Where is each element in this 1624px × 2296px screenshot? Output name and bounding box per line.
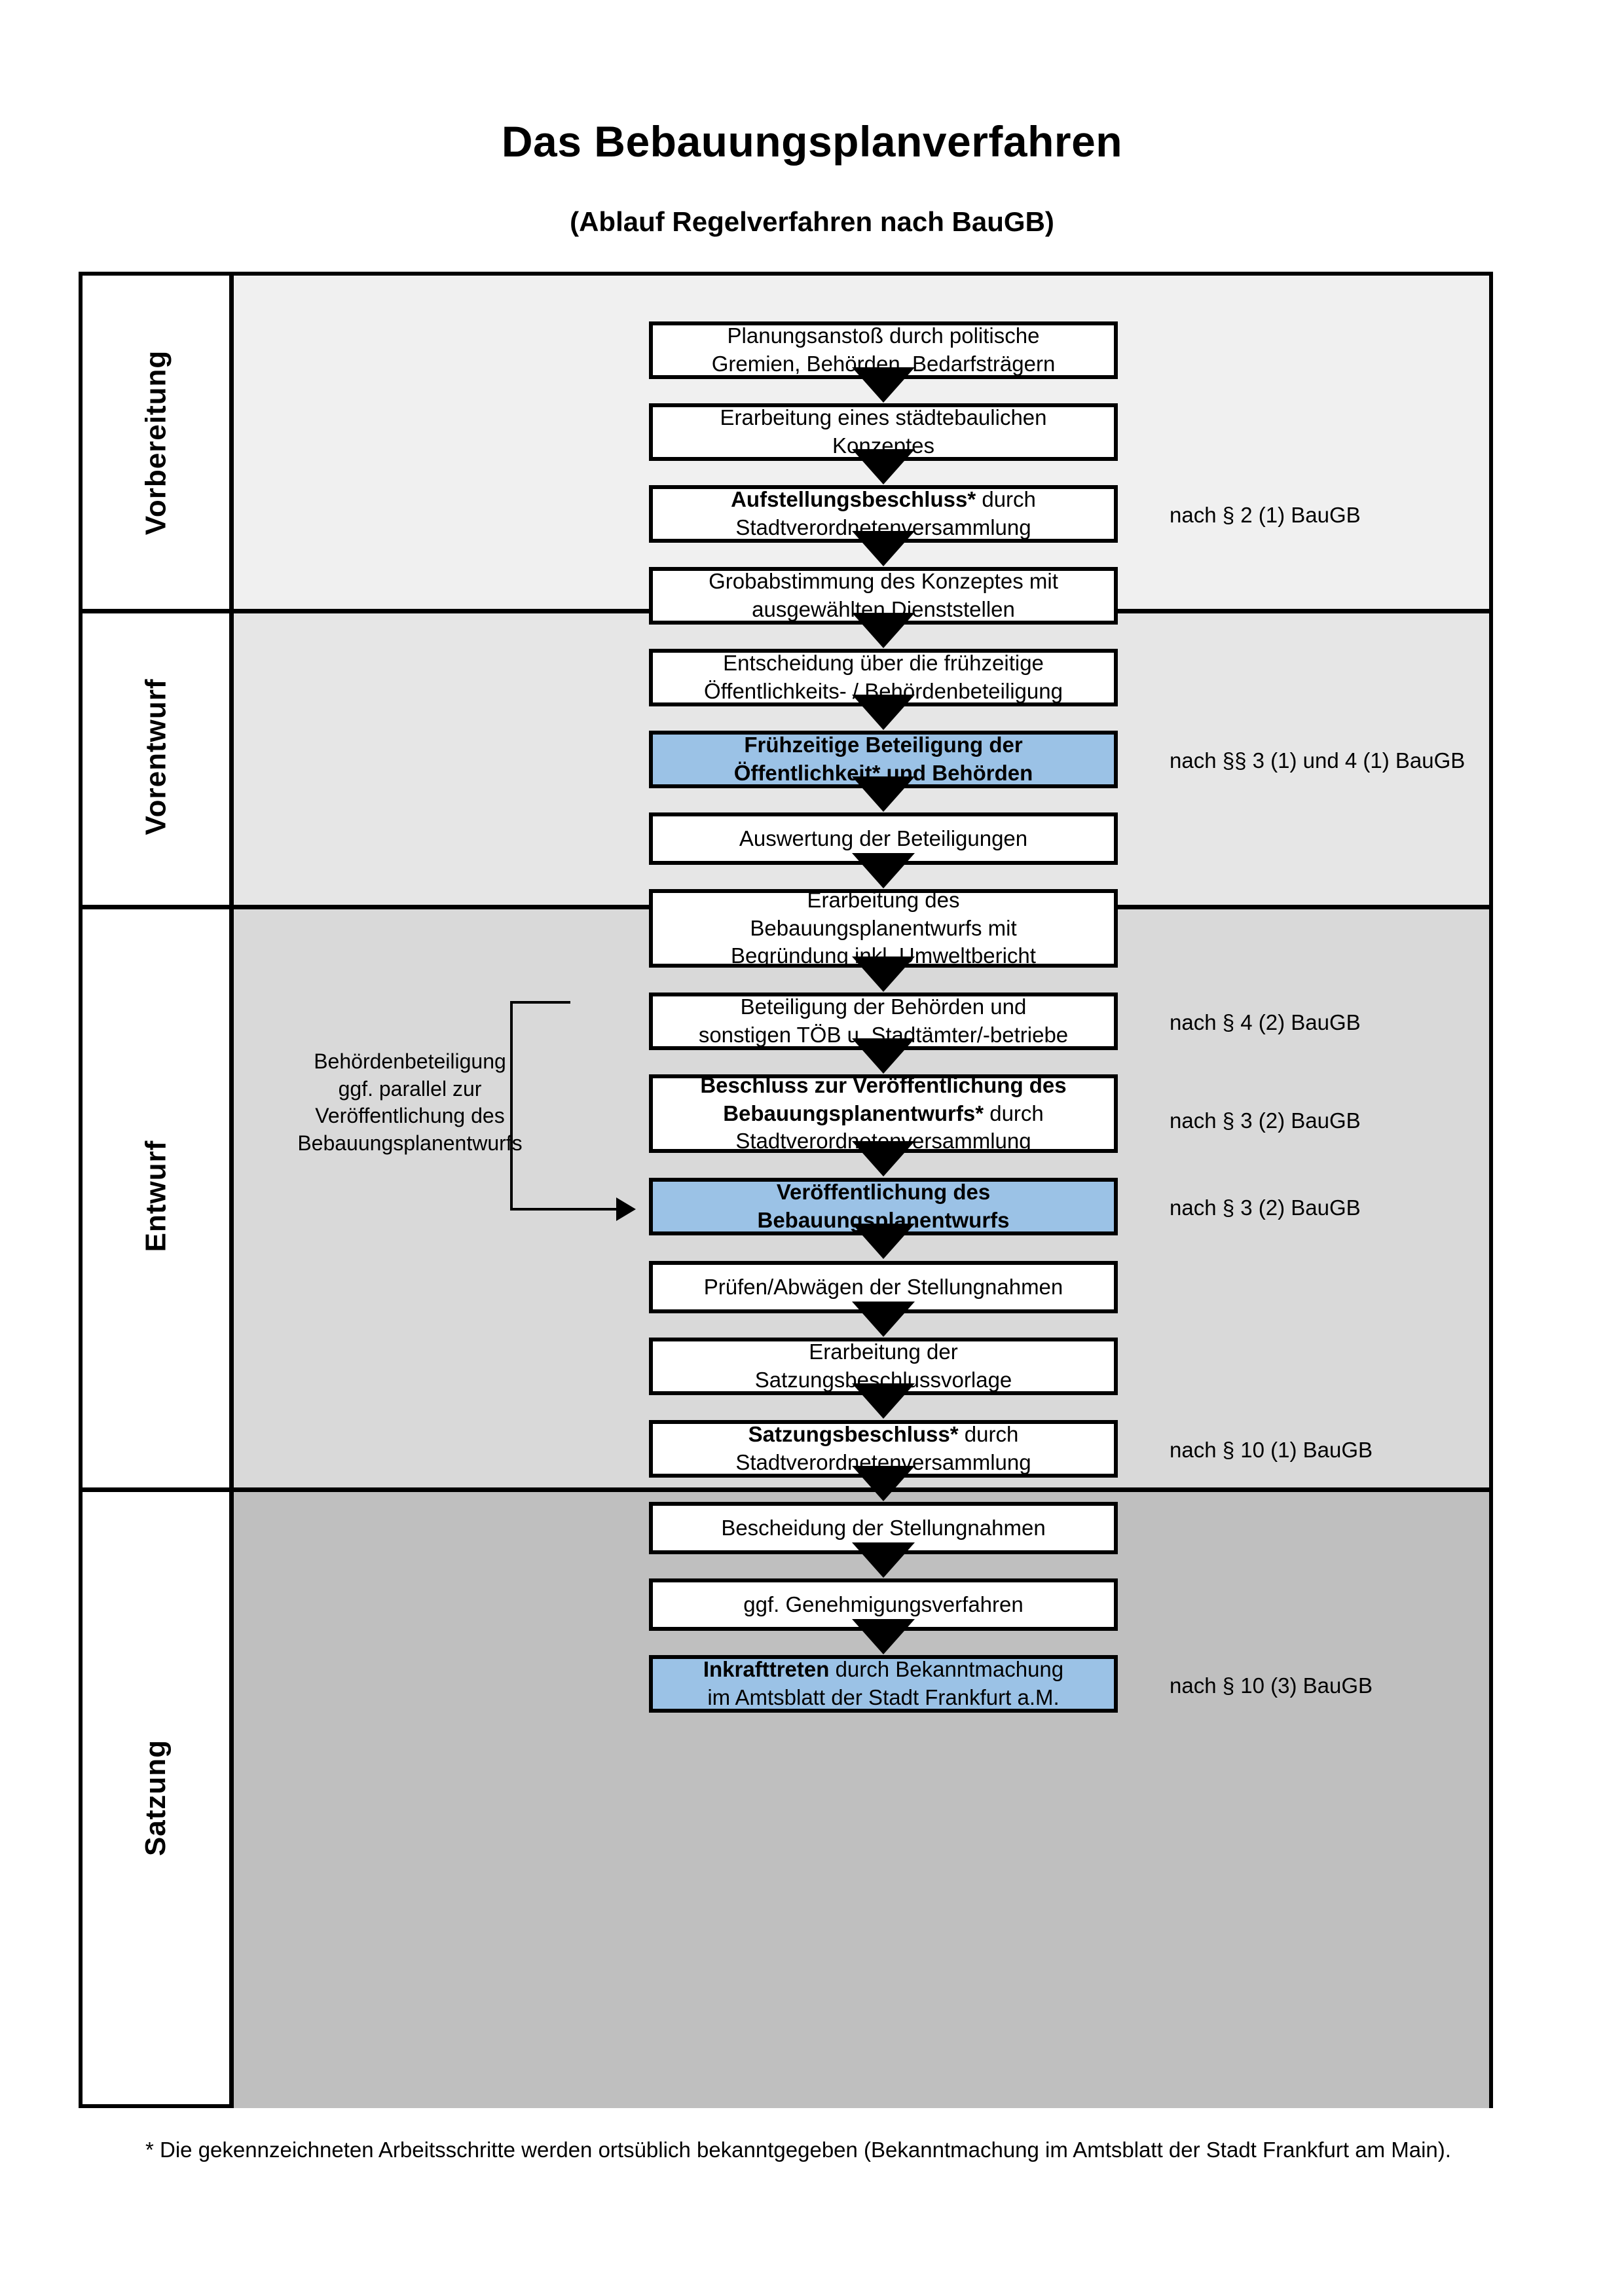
connector-arrow [852, 1466, 915, 1501]
connector-arrow [852, 1619, 915, 1654]
connector-arrow [852, 1038, 915, 1074]
step-box-text: Auswertung der Beteiligungen [739, 826, 1028, 850]
connector-arrow [852, 449, 915, 484]
connector-arrow [852, 1224, 915, 1259]
bracket-top-segment [510, 1001, 570, 1004]
sidenote-line: Veröffentlichung des [315, 1104, 505, 1128]
phase-label-satzung: Satzung [83, 1487, 229, 2108]
connector-arrow [852, 776, 915, 812]
legal-ref-par4-2: nach § 4 (2) BauGB [1170, 1010, 1361, 1034]
sidenote-line: Bebauungsplanentwurfs [297, 1131, 523, 1155]
phase-label-text: Satzung [139, 1739, 172, 1857]
connector-arrow [852, 695, 915, 730]
phase-label-text: Vorbereitung [139, 350, 172, 535]
bracket-arrowhead-icon [616, 1197, 636, 1221]
connector-arrow [852, 531, 915, 566]
connector-arrow [852, 613, 915, 648]
sidenote-line: ggf. parallel zur [338, 1076, 482, 1101]
label-column-divider [229, 276, 234, 2104]
legal-ref-par2-1: nach § 2 (1) BauGB [1170, 503, 1361, 527]
connector-arrow [852, 1141, 915, 1176]
flowchart-frame: Vorbereitung Vorentwurf Entwurf Satzung … [79, 272, 1493, 2108]
connector-arrow [852, 1383, 915, 1419]
step-box-text: ggf. Genehmigungsverfahren [743, 1592, 1024, 1616]
legal-ref-par10-3: nach § 10 (3) BauGB [1170, 1673, 1373, 1698]
step-box-auswertung-beteiligungen[interactable]: Auswertung der Beteiligungen [649, 812, 1118, 865]
legal-ref-par3-1-4-1: nach §§ 3 (1) und 4 (1) BauGB [1170, 748, 1466, 773]
phase-label-entwurf: Entwurf [83, 905, 229, 1487]
legal-ref-par3-2-a: nach § 3 (2) BauGB [1170, 1108, 1361, 1133]
phase-label-text: Entwurf [139, 1140, 172, 1252]
connector-arrow [852, 367, 915, 403]
footnote: * Die gekennzeichneten Arbeitsschritte w… [145, 2138, 1451, 2162]
legal-ref-par10-1: nach § 10 (1) BauGB [1170, 1438, 1373, 1462]
connector-arrow [852, 957, 915, 992]
connector-arrow [852, 853, 915, 888]
connector-arrow [852, 1542, 915, 1578]
connector-arrow [852, 1302, 915, 1337]
legal-ref-par3-2-b: nach § 3 (2) BauGB [1170, 1195, 1361, 1220]
phase-separator-3 [83, 1487, 1489, 1492]
step-box-text: Bescheidung der Stellungnahmen [721, 1515, 1046, 1540]
bracket-bottom-segment [510, 1208, 620, 1211]
step-box-text: Prüfen/Abwägen der Stellungnahmen [703, 1274, 1063, 1299]
page-subtitle: (Ablauf Regelverfahren nach BauGB) [570, 206, 1054, 237]
sidenote-line: Behördenbeteiligung [314, 1049, 506, 1073]
bracket-vertical-segment [510, 1001, 513, 1211]
page-title: Das Bebauungsplanverfahren [501, 117, 1123, 166]
phase-label-text: Vorentwurf [139, 678, 172, 835]
phase-label-vorbereitung: Vorbereitung [83, 276, 229, 609]
phase-label-vorentwurf: Vorentwurf [83, 609, 229, 905]
sidenote-behoerdenbeteiligung: Behördenbeteiligung ggf. parallel zur Ve… [272, 1048, 547, 1157]
